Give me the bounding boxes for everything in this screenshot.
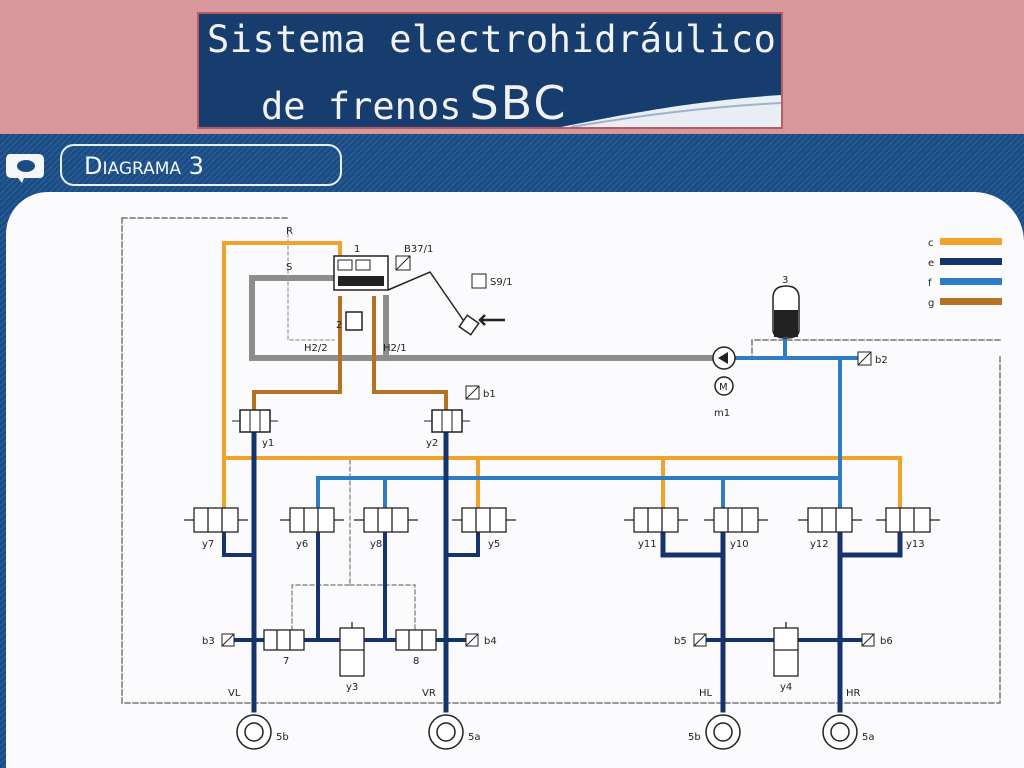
line-label-r: R xyxy=(286,226,293,237)
title-line-1: Sistema electrohidráulico xyxy=(207,18,777,61)
wheel-brake-vr[interactable] xyxy=(428,714,464,750)
valve-7[interactable] xyxy=(263,629,305,651)
valve-8[interactable] xyxy=(395,629,437,651)
label-b1: b1 xyxy=(483,389,496,400)
label-y4: y4 xyxy=(780,682,792,693)
wheel-id-vl: 5b xyxy=(276,732,289,743)
label-b3: b3 xyxy=(202,636,215,647)
label-s9: S9/1 xyxy=(490,277,512,288)
valve-y7[interactable] xyxy=(184,507,248,533)
switch-s9-icon xyxy=(471,273,487,289)
valve-y6[interactable] xyxy=(280,507,344,533)
motor-icon xyxy=(714,376,734,396)
label-y5: y5 xyxy=(488,539,500,550)
cylinder-y4[interactable] xyxy=(773,622,799,677)
wheel-tag-vl: VL xyxy=(228,688,241,699)
wheel-brake-hl[interactable] xyxy=(705,714,741,750)
label-y13: y13 xyxy=(906,539,925,550)
valve-y12[interactable] xyxy=(798,507,862,533)
valve-y2[interactable] xyxy=(424,409,470,433)
wheel-id-hr: 5a xyxy=(862,732,875,743)
legend-label-f: f xyxy=(928,278,932,289)
accumulator-3[interactable] xyxy=(772,285,800,339)
speech-bubble-icon xyxy=(6,154,44,183)
label-unit-2: 2 xyxy=(336,320,342,331)
label-motor: M xyxy=(719,382,728,393)
label-y10: y10 xyxy=(730,539,749,550)
label-b4: b4 xyxy=(484,636,497,647)
label-y3: y3 xyxy=(346,682,358,693)
valve-y11[interactable] xyxy=(624,507,688,533)
label-valve-7: 7 xyxy=(283,656,289,667)
master-cylinder-unit[interactable] xyxy=(333,255,389,331)
valve-y5[interactable] xyxy=(452,507,516,533)
wheel-brake-vl[interactable] xyxy=(236,714,272,750)
legend-label-g: g xyxy=(928,298,934,309)
label-b2: b2 xyxy=(875,355,888,366)
valve-y13[interactable] xyxy=(876,507,940,533)
label-y1: y1 xyxy=(262,438,274,449)
label-y11: y11 xyxy=(638,539,657,550)
valve-y1[interactable] xyxy=(232,409,278,433)
valve-y8[interactable] xyxy=(354,507,418,533)
label-valve-8: 8 xyxy=(413,656,419,667)
cylinder-y3[interactable] xyxy=(339,622,365,677)
line-label-h2-1: H2/1 xyxy=(383,343,407,354)
label-unit-1: 1 xyxy=(354,244,360,255)
valve-y10[interactable] xyxy=(704,507,768,533)
title-brand: SBC xyxy=(469,76,568,129)
section-tab-label: Diagrama 3 xyxy=(84,152,204,180)
wheel-id-vr: 5a xyxy=(468,732,481,743)
wheel-tag-hr: HR xyxy=(846,688,861,699)
label-m1: m1 xyxy=(714,408,730,419)
label-y12: y12 xyxy=(810,539,829,550)
wheel-tag-vr: VR xyxy=(422,688,436,699)
label-accumulator: 3 xyxy=(782,275,788,286)
label-y8: y8 xyxy=(370,539,382,550)
legend-label-e: e xyxy=(928,258,934,269)
brake-pedal-icon xyxy=(387,271,505,336)
label-y6: y6 xyxy=(296,539,308,550)
label-y2: y2 xyxy=(426,438,438,449)
label-b37: B37/1 xyxy=(404,244,433,255)
line-label-s: S xyxy=(286,262,292,273)
legend: c e f g xyxy=(928,238,1002,309)
label-b6: b6 xyxy=(880,636,893,647)
legend-label-c: c xyxy=(928,238,934,249)
wheel-brake-hr[interactable] xyxy=(822,714,858,750)
section-tab[interactable]: Diagrama 3 xyxy=(60,144,342,186)
wheel-tag-hl: HL xyxy=(699,688,713,699)
label-b5: b5 xyxy=(674,636,687,647)
label-y7: y7 xyxy=(202,539,214,550)
line-label-h2-2: H2/2 xyxy=(304,343,328,354)
wheel-id-hl: 5b xyxy=(688,732,701,743)
title-line-2-text: de frenos xyxy=(261,85,462,128)
banner-swoosh-decoration xyxy=(561,95,781,127)
